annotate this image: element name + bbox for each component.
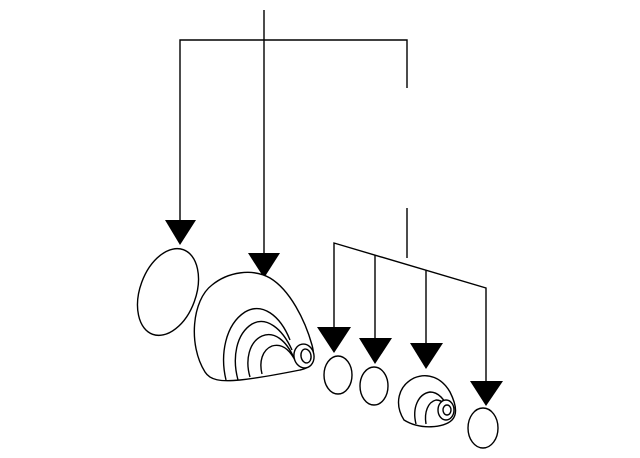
boot-neck-bore [442,404,452,416]
arrow-inner-boot [410,343,443,369]
small-clamp-ring-c [467,407,499,449]
boot-rib [234,320,293,381]
small-clamp-ring-a [323,355,353,395]
arrow-outer-boot [248,253,280,278]
large-clamp-ring [136,247,200,337]
outer-cv-boot [193,271,315,382]
boot-rib [222,307,291,381]
small-clamp-ring-b [359,366,389,406]
arrow-small-ring-a [317,327,351,353]
leader-line-large-ring [179,39,408,222]
boot-neck-bore [300,348,312,364]
boot-rib [260,344,297,375]
leader-bracket-lower [333,242,487,383]
upper-leader-group [165,10,408,278]
ring-icon [467,407,499,449]
boot-rib [247,334,295,378]
boot-neck [437,399,455,421]
arrow-small-ring-c [470,381,503,406]
arrow-large-ring [165,220,196,245]
inner-cv-boot [397,374,457,428]
lower-leader-group [317,208,503,406]
boot-icon [193,271,315,382]
ring-icon [323,355,353,395]
ring-icon [136,247,200,337]
arrow-small-ring-b [359,338,392,364]
ring-icon [359,366,389,406]
